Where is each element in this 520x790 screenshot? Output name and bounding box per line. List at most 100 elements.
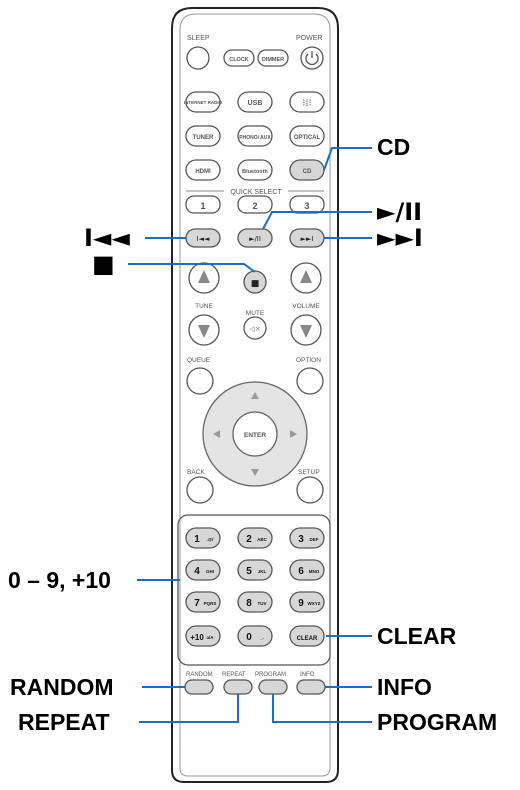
setup-button[interactable] [296, 476, 324, 504]
tune-down-icon [198, 325, 210, 338]
volume-up-icon [300, 270, 312, 283]
numpad-key-label: 2 [246, 534, 252, 545]
numpad-key-1[interactable] [185, 527, 221, 549]
setup-label: SETUP [298, 469, 320, 476]
repeat-label: REPEAT [222, 672, 246, 678]
option-label: OPTION [296, 357, 321, 364]
quick-select-2-label: 2 [252, 201, 257, 211]
numpad-key-6[interactable] [289, 559, 325, 581]
dpad-down-icon[interactable] [251, 469, 259, 476]
numpad-key-label: +10 [190, 633, 204, 642]
numpad-key-label: 5 [246, 566, 252, 577]
program-label: PROGRAM [255, 672, 286, 678]
usb-button[interactable] [237, 91, 273, 113]
repeat-callout: REPEAT [18, 709, 110, 735]
numpad-key-label: 0 [246, 632, 252, 643]
phono-aux-button[interactable] [237, 125, 273, 147]
back-label: BACK [187, 469, 205, 476]
numpad-key-sublabel: WXYZ [308, 601, 321, 606]
numpad-key-9[interactable] [289, 591, 325, 613]
dpad-right-icon[interactable] [290, 430, 297, 438]
numpad-key-10[interactable] [185, 625, 221, 647]
dimmer-button[interactable] [257, 49, 289, 67]
bluetooth-button[interactable] [237, 159, 273, 181]
info-button[interactable] [296, 679, 326, 695]
power-icon [305, 53, 319, 66]
quick-select-label: QUICK SELECT [230, 189, 282, 196]
play-pause-callout-line [262, 211, 372, 230]
numpad-key-sublabel: MNO [309, 569, 320, 574]
info-callout: INFO [377, 674, 432, 700]
clear-callout: CLEAR [377, 623, 457, 649]
tune-up-icon [198, 270, 210, 283]
quick-select-1-label: 1 [200, 201, 205, 211]
numpad-key-8[interactable] [237, 591, 273, 613]
volume-down-icon [300, 325, 312, 338]
play-pause-icon: ►/II [249, 235, 261, 243]
numpad-key-label: 6 [298, 566, 304, 577]
internet-radio-button[interactable] [185, 91, 221, 113]
mute-button[interactable] [243, 316, 267, 340]
clear-label: CLEAR [297, 636, 318, 642]
queue-label: QUEUE [187, 357, 211, 364]
network-icon: ⁝⁞⁝ [302, 98, 312, 109]
network-button[interactable] [289, 91, 325, 113]
skip-forward-callout: ►►I [377, 224, 423, 252]
numpad-key-label: 8 [246, 598, 252, 609]
program-button[interactable] [258, 679, 288, 695]
random-button[interactable] [184, 679, 214, 695]
option-button[interactable] [296, 367, 324, 395]
enter-button[interactable] [232, 411, 278, 457]
numpad-key-sublabel: ABC [257, 537, 267, 542]
numpad-panel [177, 514, 331, 666]
numpad-key-7[interactable] [185, 591, 221, 613]
quick-select-3-label: 3 [304, 201, 309, 211]
info-label: INFO [300, 672, 315, 678]
random-callout: RANDOM [10, 674, 114, 700]
numbers-callout: 0 – 9, +10 [8, 567, 111, 593]
numpad-key-5[interactable] [237, 559, 273, 581]
clear-button[interactable] [289, 625, 325, 647]
quick-select-2-button[interactable] [237, 195, 273, 214]
numpad-key-label: 4 [194, 566, 200, 577]
dpad-up-icon[interactable] [251, 392, 259, 399]
play-pause-button[interactable] [237, 228, 273, 248]
numpad-key-sublabel: JKL [258, 569, 267, 574]
stop-icon: ■ [251, 279, 260, 289]
cd-label: CD [303, 169, 312, 175]
dimmer-label: DIMMER [262, 57, 284, 63]
clock-button[interactable] [223, 49, 255, 67]
numpad-key-sublabel: _. [259, 635, 264, 640]
dpad-left-icon[interactable] [213, 430, 220, 438]
optical-button[interactable] [289, 125, 325, 147]
numpad-key-4[interactable] [185, 559, 221, 581]
mute-label: MUTE [246, 310, 265, 317]
internet-radio-label: INTERNET RADIO [184, 100, 223, 105]
stop-callout-line [128, 263, 256, 273]
mute-icon: ◁× [249, 325, 260, 333]
skip-forward-icon: ►►I [301, 235, 314, 243]
tuner-label: TUNER [193, 135, 214, 141]
cd-callout-line [323, 147, 372, 171]
cd-callout: CD [377, 134, 411, 160]
numpad-key-3[interactable] [289, 527, 325, 549]
bluetooth-label: Bluetooth [242, 169, 268, 175]
quick-select-1-button[interactable] [185, 195, 221, 214]
enter-label: ENTER [244, 432, 266, 439]
repeat-button[interactable] [223, 679, 253, 695]
queue-button[interactable] [186, 367, 214, 395]
stop-callout: ■ [92, 250, 115, 278]
hdmi-button[interactable] [185, 159, 221, 181]
numpad-key-2[interactable] [237, 527, 273, 549]
numpad-key-sublabel: a/A [206, 635, 214, 640]
back-button[interactable] [186, 476, 214, 504]
hdmi-label: HDMI [195, 169, 211, 175]
sleep-button[interactable] [186, 46, 210, 70]
numpad-key-sublabel: PQRS [204, 601, 217, 606]
tuner-button[interactable] [185, 125, 221, 147]
play-pause-callout: ►/II [377, 198, 423, 226]
numpad-key-sublabel: DEF [310, 537, 319, 542]
numpad-key-11[interactable] [237, 625, 273, 647]
